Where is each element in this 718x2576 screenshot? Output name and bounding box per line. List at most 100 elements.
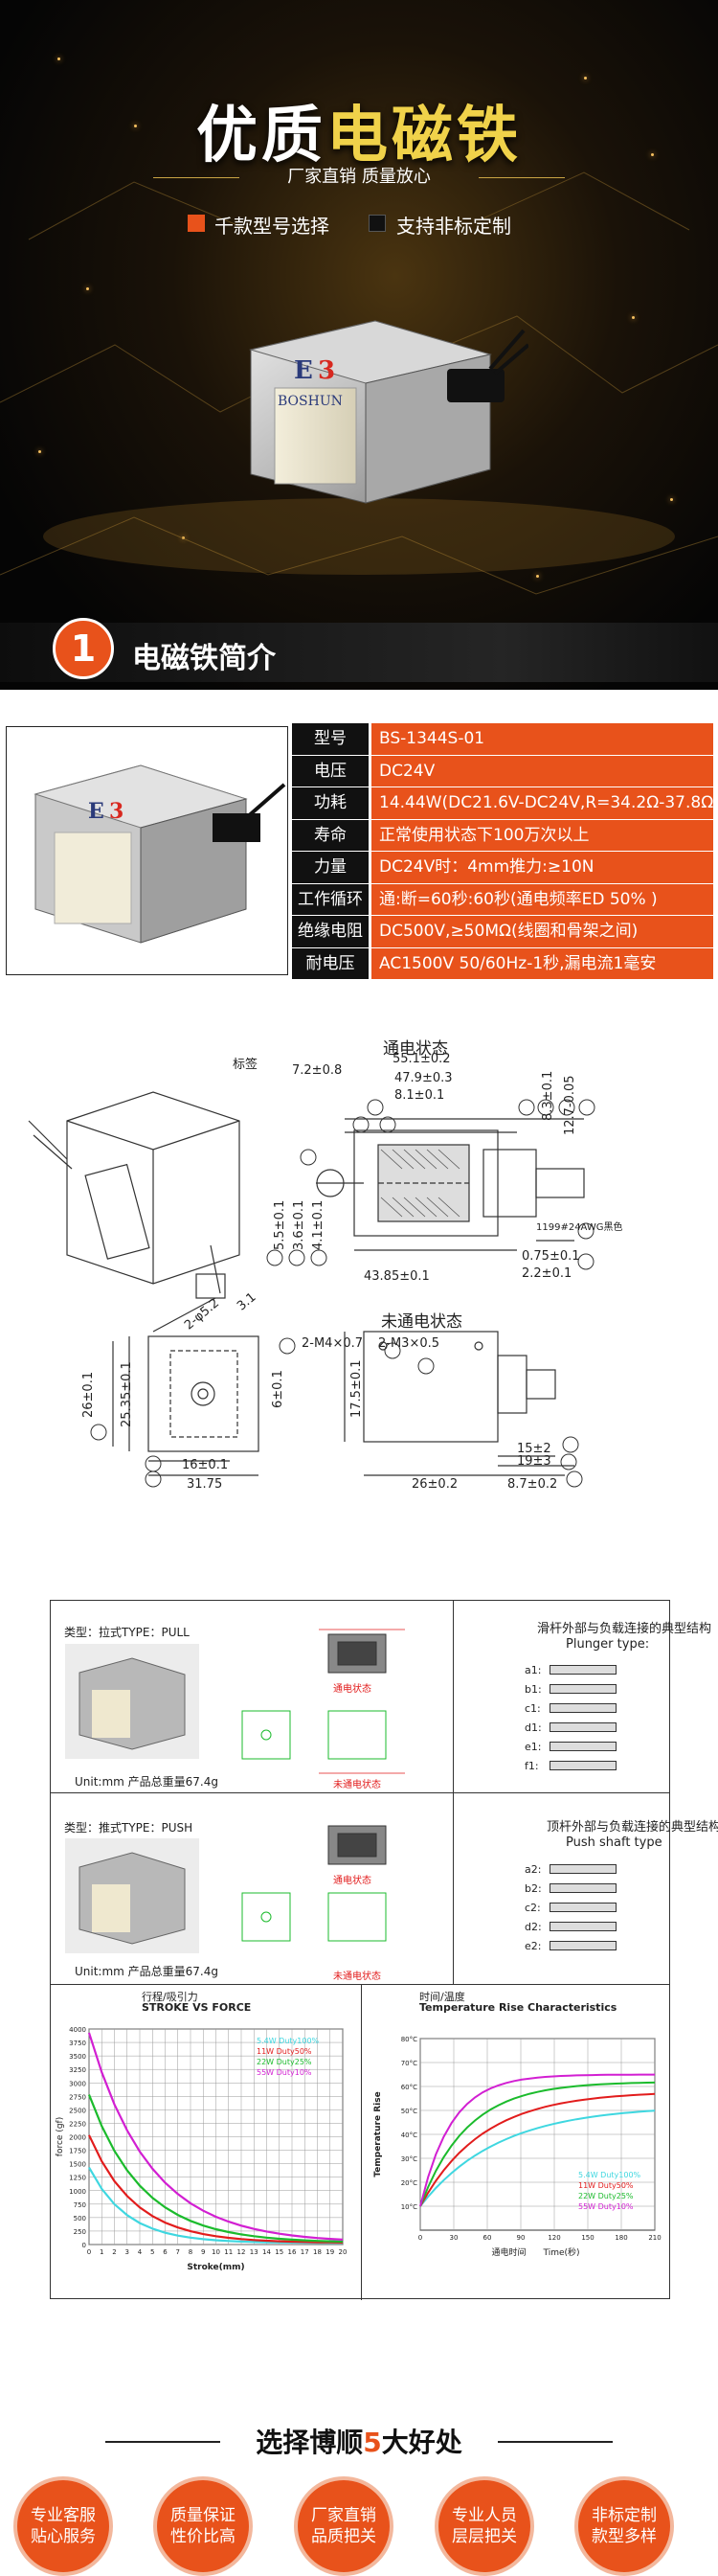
spec-key: 耐电压 (292, 947, 369, 979)
force-xtick: 15 (275, 2248, 283, 2256)
push-mini-drawing (241, 1825, 387, 1942)
dim-d11: 3.6±0.1 (292, 1199, 306, 1250)
force-xtick: 6 (163, 2248, 168, 2256)
solenoid-product-image: E 3 BOSHUN (249, 320, 528, 504)
plunger-type-list: a1:b1:c1:d1:e1:f1: (525, 1660, 659, 1775)
pull-state-on: 通电状态 (333, 1684, 371, 1695)
force-ylabel: force (gf) (56, 2117, 65, 2156)
benefit-item: 厂家直销品质把关 (294, 2476, 393, 2576)
datasheet-vdivider (361, 1984, 362, 2300)
force-ytick: 3250 (69, 2066, 86, 2074)
datasheet-divider (51, 1792, 669, 1793)
hero-subtitle: 厂家直销 质量放心 (287, 167, 431, 187)
temp-title-en: Temperature Rise Characteristics (419, 2001, 617, 2014)
force-ytick: 1750 (69, 2148, 86, 2155)
force-ytick: 1250 (69, 2175, 86, 2182)
pull-state-off: 未通电状态 (333, 1780, 381, 1790)
force-legend-entry: 11W Duty50% (257, 2047, 312, 2056)
svg-text:E: E (88, 799, 104, 824)
force-xtick: 17 (301, 2248, 309, 2256)
plunger-type-row: a1: (525, 1660, 659, 1679)
temp-series-line (419, 2092, 656, 2207)
temp-xtick: 30 (450, 2234, 459, 2242)
temp-legend-entry: 55W Duty10% (578, 2202, 634, 2211)
plunger-type-label: f1: (525, 1759, 539, 1772)
force-legend-entry: 55W Duty10% (257, 2068, 312, 2077)
temp-xlabel-cn: 通电时间 (491, 2246, 526, 2258)
push-type-label: 类型：推式TYPE：PUSH (64, 1821, 193, 1835)
force-xtick: 14 (262, 2248, 271, 2256)
benefit-item: 专业人员层层把关 (435, 2476, 534, 2576)
dim-d14: 2-M4×0.7 (302, 1336, 364, 1351)
force-title-cn: 行程/吸引力 (142, 1991, 198, 2003)
plunger-type-label: d1: (525, 1721, 542, 1734)
temp-xtick: 0 (418, 2234, 422, 2242)
hero-title: 优质电磁铁 (196, 101, 522, 171)
push-type-shape (550, 1941, 617, 1950)
spec-product-image: E 3 (6, 726, 288, 975)
dim-d15: 2-M3×0.5 (378, 1336, 440, 1351)
state-deenergized-label: 未通电状态 (381, 1312, 462, 1332)
push-product-photo (65, 1838, 199, 1953)
pull-product-photo (65, 1644, 199, 1759)
datasheet-divider (51, 1984, 669, 1985)
force-ytick: 1000 (69, 2188, 86, 2196)
dim-d19: 31.75 (187, 1477, 223, 1492)
temp-legend-entry: 11W Duty50% (578, 2181, 634, 2190)
feature-model-choice: 千款型号选择 (214, 215, 329, 238)
temp-ytick: 50°C (401, 2108, 417, 2115)
force-xtick: 2 (112, 2248, 116, 2256)
dim-d23: 19±3 (517, 1454, 551, 1469)
benefit-item: 质量保证性价比高 (153, 2476, 253, 2576)
push-type-shape (550, 1903, 617, 1912)
force-xtick: 3 (125, 2248, 129, 2256)
push-type-label: c2: (525, 1901, 541, 1914)
temp-title-cn: 时间/温度 (419, 1991, 465, 2003)
spec-value: BS-1344S-01 (371, 723, 713, 755)
force-xtick: 5 (150, 2248, 154, 2256)
temp-legend-entry: 22W Duty25% (578, 2192, 634, 2200)
push-type-row: d2: (525, 1917, 659, 1936)
force-xtick: 8 (189, 2248, 192, 2256)
section-header-bar (0, 623, 718, 682)
spec-key: 功耗 (292, 787, 369, 819)
spec-key: 工作循环 (292, 883, 369, 915)
force-ytick: 1500 (69, 2161, 86, 2169)
temp-xtick: 60 (483, 2234, 492, 2242)
label-tag: 标签 (233, 1058, 258, 1072)
spec-key: 绝缘电阻 (292, 916, 369, 947)
plunger-type-shape (550, 1742, 617, 1751)
spec-value: 通:断=60秒:60秒(通电频率ED 50% ) (371, 883, 713, 915)
plunger-type-label: e1: (525, 1740, 542, 1753)
dim-d21: 6±0.1 (271, 1370, 285, 1408)
benefits-title: 选择博顺5大好处 (256, 2427, 462, 2458)
temp-xtick: 210 (648, 2234, 661, 2242)
subtitle-rule-left (153, 177, 239, 178)
plunger-type-label: c1: (525, 1701, 541, 1715)
push-type-row: c2: (525, 1898, 659, 1917)
spec-key: 力量 (292, 852, 369, 883)
spec-key: 电压 (292, 755, 369, 786)
network-lines (0, 171, 718, 595)
push-type-label: b2: (525, 1881, 542, 1895)
force-xtick: 19 (325, 2248, 334, 2256)
feature-bullet-black (369, 215, 386, 232)
plunger-type-row: d1: (525, 1718, 659, 1737)
spec-key: 寿命 (292, 819, 369, 851)
svg-text:E: E (294, 356, 313, 385)
push-state-on: 通电状态 (333, 1876, 371, 1886)
section-number-badge: 1 (53, 618, 114, 679)
dim-d9: 0.75±0.1 (522, 1249, 580, 1264)
push-type-shape (550, 1922, 617, 1931)
dim-d20: 17.5±0.1 (349, 1359, 364, 1418)
push-type-label: d2: (525, 1920, 542, 1933)
force-series-line (87, 2032, 344, 2241)
temp-ytick: 80°C (401, 2036, 417, 2043)
temp-ylabel: Temperature Rise (373, 2091, 383, 2177)
hero-subtitle-wrap: 厂家直销 质量放心 (244, 161, 474, 194)
push-en: Push shaft type (566, 1835, 662, 1850)
dim-d3: 47.9±0.3 (394, 1071, 453, 1085)
